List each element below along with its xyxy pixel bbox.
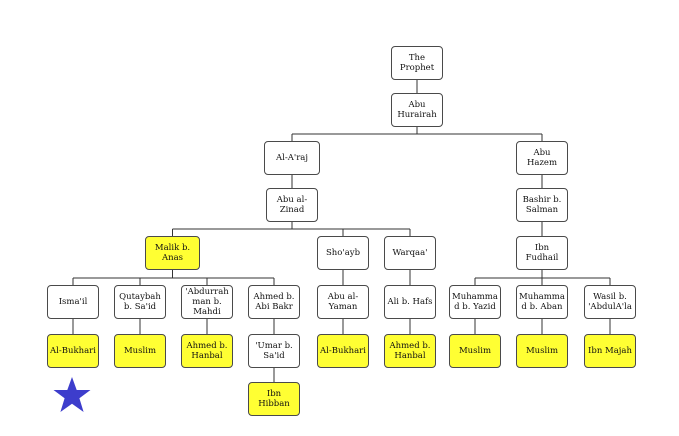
star-icon (53, 377, 91, 412)
node-muhammad-aban: Muhamma d b. Aban (516, 285, 568, 319)
node-ibn-hibban: Ibn Hibban (248, 382, 300, 416)
node-al-bukhari-2: Al-Bukhari (317, 334, 369, 368)
node-prophet: The Prophet (391, 46, 443, 80)
node-ali-hafs: Ali b. Hafs (384, 285, 436, 319)
node-ibn-majah: Ibn Majah (584, 334, 636, 368)
node-muslim-1: Muslim (114, 334, 166, 368)
node-abu-hurairah: Abu Hurairah (391, 93, 443, 127)
node-muhammad-yazid: Muhamma d b. Yazid (449, 285, 501, 319)
node-muslim-2: Muslim (449, 334, 501, 368)
node-ahmed-abi-bakr: Ahmed b. Abi Bakr (248, 285, 300, 319)
node-wasil: Wasil b. 'AbdulA'la (584, 285, 636, 319)
node-abdurrahman: 'Abdurrah man b. Mahdi (181, 285, 233, 319)
node-shoayb: Sho'ayb (317, 236, 369, 270)
node-qutaybah: Qutaybah b. Sa'id (114, 285, 166, 319)
node-malik: Malik b. Anas (145, 236, 200, 270)
node-ismail: Isma'il (47, 285, 99, 319)
node-ahmed-hanbal-1: Ahmed b. Hanbal (181, 334, 233, 368)
node-al-bukhari-1: Al-Bukhari (47, 334, 99, 368)
node-abu-hazem: Abu Hazem (516, 141, 568, 175)
node-ibn-fudhail: Ibn Fudhail (516, 236, 568, 270)
node-muslim-3: Muslim (516, 334, 568, 368)
node-warqaa: Warqaa' (384, 236, 436, 270)
node-ahmed-hanbal-2: Ahmed b. Hanbal (384, 334, 436, 368)
node-umar-said: 'Umar b. Sa'id (248, 334, 300, 368)
node-al-araj: Al-A'raj (264, 141, 320, 175)
node-abu-al-yaman: Abu al- Yaman (317, 285, 369, 319)
node-bashir: Bashir b. Salman (516, 188, 568, 222)
node-abu-al-zinad: Abu al- Zinad (266, 188, 318, 222)
